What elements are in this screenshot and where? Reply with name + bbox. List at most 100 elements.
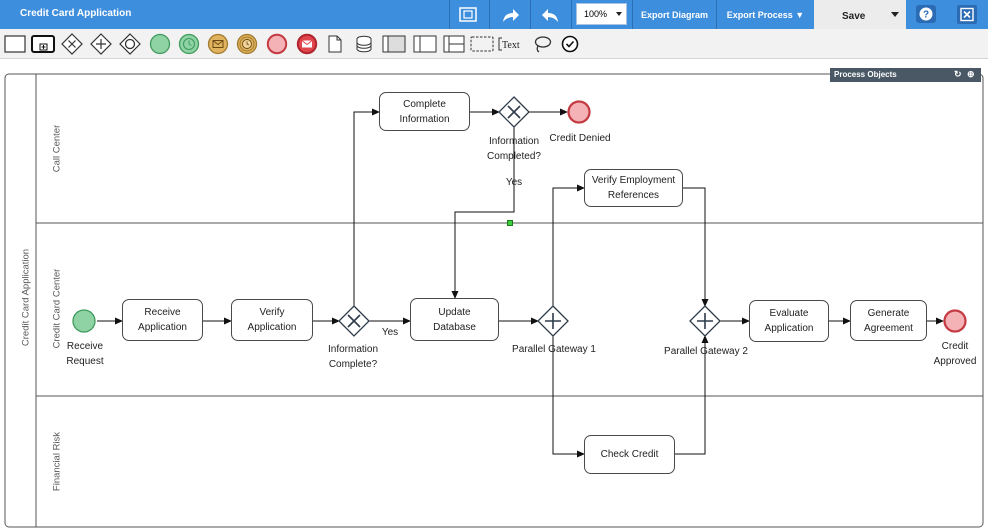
exclusive-gateway-information-complete[interactable] bbox=[338, 305, 370, 337]
lanes-tool[interactable] bbox=[441, 29, 467, 59]
inclusive-gateway-tool[interactable] bbox=[118, 29, 142, 59]
refresh-icon[interactable]: ↻ bbox=[954, 69, 962, 79]
task-tool[interactable] bbox=[2, 29, 28, 59]
text-annotation-icon: Text bbox=[498, 37, 520, 51]
save-label: Save bbox=[842, 11, 866, 22]
separator bbox=[571, 0, 572, 29]
lasso-icon bbox=[534, 36, 552, 53]
redo-button[interactable] bbox=[490, 0, 530, 29]
message-end-tool[interactable] bbox=[294, 29, 320, 59]
data-store-tool[interactable] bbox=[352, 29, 376, 59]
sequence-flows bbox=[97, 108, 944, 458]
parallel-gateway-2[interactable] bbox=[689, 305, 721, 337]
task-update-database[interactable]: Update Database bbox=[410, 298, 499, 341]
separator bbox=[632, 0, 633, 29]
event-label-credit-approved: Credit Approved bbox=[933, 341, 977, 367]
event-label-receive-request: Receive Request bbox=[66, 341, 104, 367]
lane-label-credit-card-center: Credit Card Center bbox=[51, 268, 63, 349]
task-verify-employment-references[interactable]: Verify Employment References bbox=[584, 169, 683, 207]
flow-credit-to-join bbox=[675, 335, 709, 455]
save-dropdown[interactable]: Save bbox=[814, 0, 906, 29]
lane-label-call-center: Call Center bbox=[51, 124, 63, 173]
task-evaluate-application[interactable]: Evaluate Application bbox=[749, 300, 829, 342]
separator bbox=[716, 0, 717, 29]
task-label: Update Database bbox=[433, 306, 476, 333]
message-start-tool[interactable] bbox=[205, 29, 231, 59]
end-event-tool[interactable] bbox=[264, 29, 290, 59]
zoom-value: 100% bbox=[584, 9, 608, 19]
flow-waypoint-handle[interactable] bbox=[507, 220, 513, 226]
shape-palette: Text bbox=[0, 29, 988, 59]
parallel-gateway-tool[interactable] bbox=[89, 29, 113, 59]
task-label: Generate Agreement bbox=[864, 307, 913, 334]
end-event-credit-approved[interactable] bbox=[943, 309, 967, 333]
diagram-svg bbox=[4, 73, 984, 528]
lane-label-financial-risk: Financial Risk bbox=[51, 431, 63, 492]
exclusive-gateway-tool[interactable] bbox=[60, 29, 84, 59]
lanes-icon bbox=[443, 35, 465, 53]
document-icon bbox=[328, 35, 342, 53]
separator bbox=[489, 0, 490, 29]
close-button[interactable] bbox=[957, 5, 977, 24]
group-icon bbox=[470, 36, 494, 52]
gateway-label-information-complete: Information Complete? bbox=[327, 344, 379, 370]
export-process-button[interactable]: Export Process ▼ bbox=[726, 9, 805, 20]
check-circle-icon bbox=[561, 35, 579, 53]
task-label: Receive Application bbox=[138, 307, 187, 333]
svg-text:Text: Text bbox=[502, 40, 520, 51]
process-objects-panel[interactable]: Process Objects ↻ ⊕ bbox=[830, 68, 981, 82]
flow-parallel-to-check-credit bbox=[552, 336, 585, 458]
close-icon bbox=[960, 7, 974, 22]
undo-icon bbox=[542, 8, 558, 22]
top-bar: Credit Card Application 100% Export Diag… bbox=[0, 0, 988, 29]
exclusive-gateway-information-completed[interactable] bbox=[498, 96, 530, 128]
undo-button[interactable] bbox=[531, 0, 571, 29]
svg-text:?: ? bbox=[923, 10, 929, 21]
fit-screen-icon bbox=[459, 7, 477, 22]
data-object-tool[interactable] bbox=[324, 29, 346, 59]
timer-intermediate-tool[interactable] bbox=[234, 29, 260, 59]
database-icon bbox=[356, 35, 372, 53]
start-event-icon bbox=[149, 33, 171, 55]
flow-label-yes: Yes bbox=[381, 327, 399, 338]
text-tool[interactable]: Text bbox=[498, 29, 524, 59]
redo-icon bbox=[503, 8, 519, 22]
task-check-credit[interactable]: Check Credit bbox=[584, 435, 675, 474]
pool-tool[interactable] bbox=[380, 29, 408, 59]
group-tool[interactable] bbox=[469, 29, 495, 59]
task-generate-agreement[interactable]: Generate Agreement bbox=[850, 300, 927, 341]
parallel-gateway-1[interactable] bbox=[537, 305, 569, 337]
help-button[interactable]: ? bbox=[916, 5, 936, 23]
diagram-canvas[interactable]: Complete Information Verify Employment R… bbox=[0, 59, 988, 532]
chevron-down-icon bbox=[891, 12, 899, 17]
export-diagram-button[interactable]: Export Diagram bbox=[640, 9, 709, 20]
fit-screen-button[interactable] bbox=[450, 0, 486, 29]
start-event[interactable] bbox=[72, 309, 96, 333]
process-objects-title: Process Objects bbox=[834, 70, 897, 79]
zoom-select[interactable]: 100% bbox=[576, 3, 627, 25]
gateway-label-parallel-2: Parallel Gateway 2 bbox=[664, 346, 748, 357]
task-complete-information[interactable]: Complete Information bbox=[379, 92, 470, 131]
lasso-tool[interactable] bbox=[530, 29, 554, 59]
separator bbox=[530, 0, 531, 29]
flow-parallel-to-verify-employment bbox=[552, 184, 585, 306]
lane-tool[interactable] bbox=[411, 29, 439, 59]
start-event-tool[interactable] bbox=[147, 29, 173, 59]
flow-label-yes: Yes bbox=[505, 177, 523, 188]
end-event-credit-denied[interactable] bbox=[567, 100, 591, 124]
task-verify-application[interactable]: Verify Application bbox=[231, 299, 313, 341]
end-event-icon bbox=[266, 33, 288, 55]
gateway-label-information-completed: Information Completed? bbox=[487, 136, 541, 162]
message-end-icon bbox=[296, 33, 318, 55]
timer-start-tool[interactable] bbox=[176, 29, 202, 59]
add-circle-icon[interactable]: ⊕ bbox=[967, 69, 975, 79]
subprocess-tool[interactable] bbox=[30, 29, 56, 59]
flow-completed-yes-to-update bbox=[451, 127, 515, 299]
pool-icon bbox=[382, 35, 406, 53]
task-label: Check Credit bbox=[600, 449, 659, 460]
validate-tool[interactable] bbox=[558, 29, 582, 59]
chevron-down-icon bbox=[616, 12, 622, 16]
task-receive-application[interactable]: Receive Application bbox=[122, 299, 203, 341]
x-gateway-icon bbox=[61, 33, 83, 55]
task-label: Verify Employment References bbox=[591, 175, 676, 201]
